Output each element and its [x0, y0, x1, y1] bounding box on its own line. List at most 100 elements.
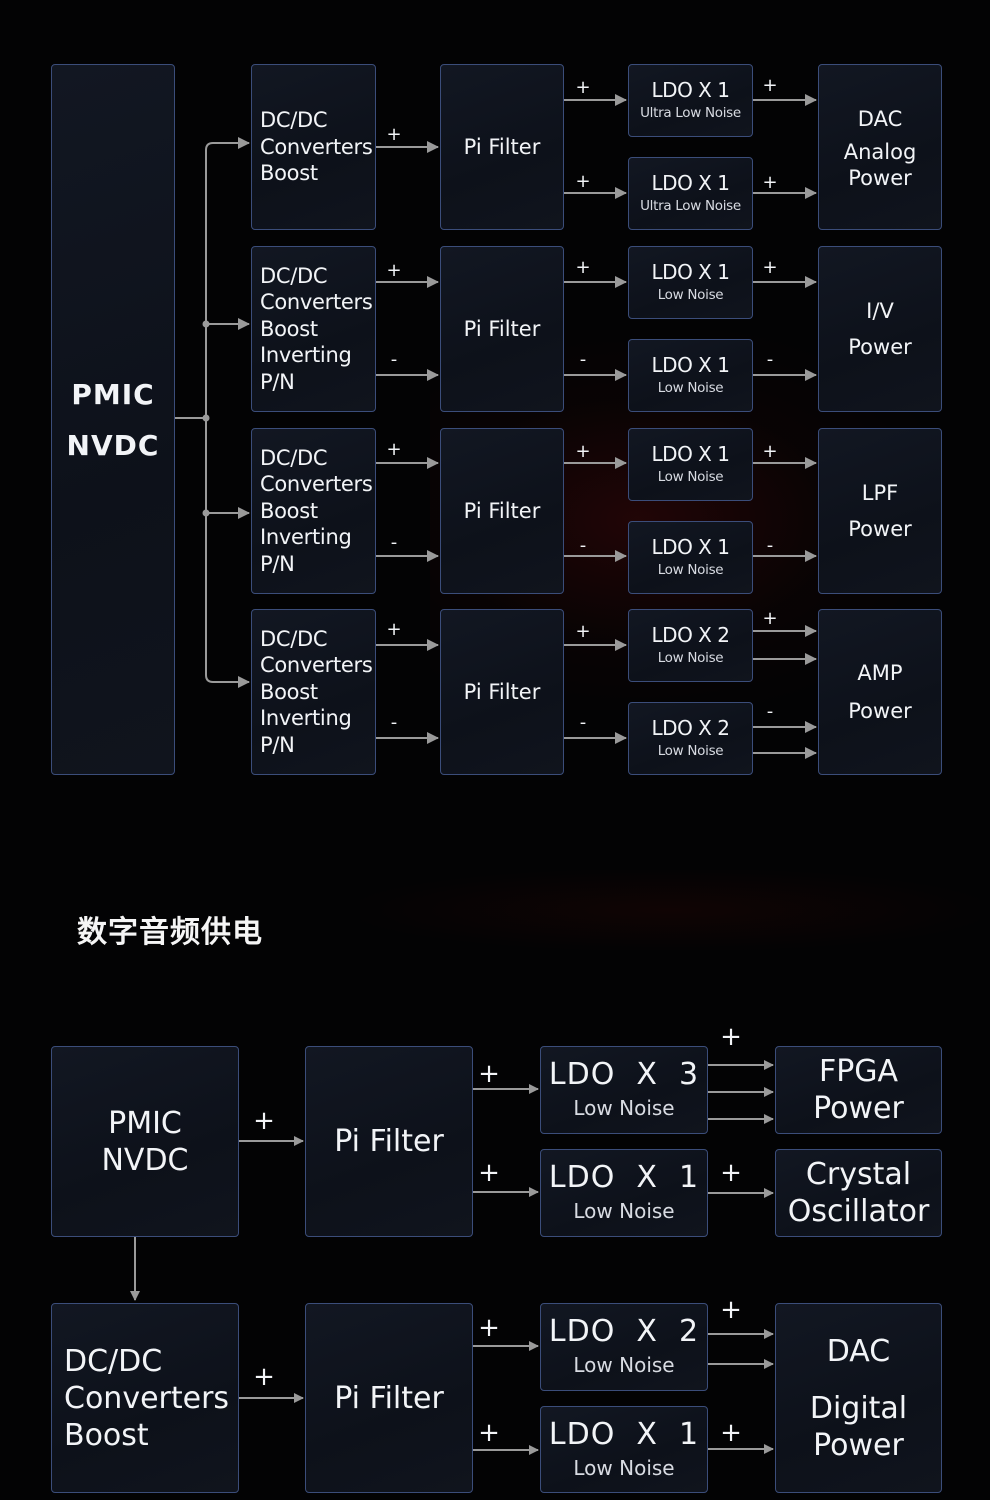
ldo-block: LDO X 1 Low Noise	[628, 521, 753, 594]
polarity-sign: +	[720, 1295, 742, 1325]
pmic-nvdc-block: PMIC NVDC	[51, 1046, 239, 1237]
load-line: Power	[813, 1091, 904, 1126]
polarity-sign: +	[386, 619, 402, 640]
ldo-subtitle: Low Noise	[657, 742, 724, 759]
polarity-sign: +	[720, 1158, 742, 1188]
ldo-title: LDO X 1	[651, 534, 730, 559]
polarity-sign: +	[478, 1158, 500, 1188]
converter-line: Converters	[260, 290, 373, 315]
ldo-block: LDO X 1 Low Noise	[628, 428, 753, 501]
converter-line: Converters	[260, 472, 373, 497]
ldo-block: LDO X 1 Low Noise	[540, 1149, 708, 1237]
ldo-title: LDO X 1	[651, 259, 730, 284]
polarity-sign: +	[253, 1362, 275, 1392]
ldo-subtitle: Low Noise	[573, 1096, 675, 1120]
polarity-sign: +	[575, 171, 591, 192]
polarity-sign: +	[253, 1106, 275, 1136]
load-line: Crystal	[805, 1157, 912, 1192]
converter-line: P/N	[260, 551, 295, 576]
converter-line: DC/DC	[260, 445, 328, 470]
load-line: Power	[848, 699, 912, 723]
ldo-subtitle: Low Noise	[573, 1199, 675, 1223]
dcdc-converter-block: DC/DC Converters Boost	[251, 64, 376, 230]
polarity-sign: +	[720, 1418, 742, 1448]
polarity-sign: -	[766, 535, 774, 556]
dcdc-converter-block: DC/DC Converters Boost	[51, 1303, 239, 1493]
junction-dot	[202, 509, 210, 517]
converter-line: DC/DC	[260, 108, 328, 133]
polarity-sign: -	[390, 712, 398, 733]
pi-filter-label: Pi Filter	[463, 499, 541, 523]
pi-filter-label: Pi Filter	[463, 135, 541, 159]
pi-filter-block: Pi Filter	[440, 246, 564, 412]
converter-line: Boost	[260, 498, 318, 523]
wire-bus	[205, 674, 250, 688]
polarity-sign: -	[390, 532, 398, 553]
pi-filter-block: Pi Filter	[440, 64, 564, 230]
dac-analog-power-block: DAC Analog Power	[818, 64, 942, 230]
ldo-subtitle: Low Noise	[657, 649, 724, 666]
polarity-sign: +	[762, 75, 778, 96]
ldo-block: LDO X 1 Low Noise	[628, 339, 753, 412]
polarity-sign: -	[390, 349, 398, 370]
nvdc-label: NVDC	[101, 1142, 189, 1178]
section-title: 数字音频供电	[77, 915, 263, 950]
polarity-sign: +	[575, 77, 591, 98]
converter-line: Converters	[260, 134, 373, 159]
pi-filter-block: Pi Filter	[305, 1303, 473, 1493]
ldo-block: LDO X 2 Low Noise	[628, 702, 753, 775]
polarity-sign: -	[579, 712, 587, 733]
ldo-block: LDO X 2 Low Noise	[628, 609, 753, 682]
converter-line: Converters	[260, 653, 373, 678]
load-line: LPF	[861, 481, 899, 505]
converter-line: DC/DC	[260, 263, 328, 288]
converter-line: DC/DC	[64, 1343, 163, 1379]
polarity-sign: +	[386, 439, 402, 460]
polarity-sign: +	[478, 1059, 500, 1089]
ldo-subtitle: Ultra Low Noise	[640, 104, 741, 121]
ldo-title: LDO X 2	[548, 1314, 700, 1349]
polarity-sign: +	[478, 1418, 500, 1448]
converter-line: Boost	[260, 679, 318, 704]
converter-line: Inverting	[260, 343, 352, 368]
converter-line: Boost	[260, 161, 318, 186]
fpga-power-block: FPGA Power	[775, 1046, 942, 1134]
ldo-title: LDO X 1	[651, 170, 730, 195]
ldo-title: LDO X 1	[651, 77, 730, 102]
polarity-sign: -	[579, 349, 587, 370]
amp-power-block: AMP Power	[818, 609, 942, 775]
polarity-sign: -	[579, 535, 587, 556]
polarity-sign: +	[720, 1022, 742, 1052]
pi-filter-block: Pi Filter	[440, 609, 564, 775]
pi-filter-block: Pi Filter	[440, 428, 564, 594]
converter-line: DC/DC	[260, 626, 328, 651]
dcdc-converter-block: DC/DC Converters Boost Inverting P/N	[251, 428, 376, 594]
dcdc-converter-block: DC/DC Converters Boost Inverting P/N	[251, 609, 376, 775]
load-line: Oscillator	[787, 1194, 930, 1229]
ldo-subtitle: Low Noise	[573, 1353, 675, 1377]
ldo-subtitle: Low Noise	[657, 561, 724, 578]
ldo-subtitle: Low Noise	[573, 1455, 675, 1480]
converter-line: P/N	[260, 369, 295, 394]
load-line: Power	[848, 166, 912, 190]
converter-line: Inverting	[260, 525, 352, 550]
ldo-block: LDO X 2 Low Noise	[540, 1303, 708, 1391]
load-line: Digital	[809, 1390, 908, 1426]
ldo-block: LDO X 3 Low Noise	[540, 1046, 708, 1134]
dac-digital-power-block: DAC Digital Power	[775, 1303, 942, 1493]
load-line: DAC	[857, 107, 903, 131]
ldo-block: LDO X 1 Low Noise	[540, 1406, 708, 1493]
ldo-subtitle: Low Noise	[657, 379, 724, 396]
ldo-subtitle: Low Noise	[657, 286, 724, 303]
polarity-sign: +	[762, 608, 778, 629]
load-line: Analog	[843, 140, 917, 164]
ldo-title: LDO X 1	[548, 1416, 700, 1452]
polarity-sign: +	[386, 124, 402, 145]
wire-bus	[205, 137, 250, 151]
ldo-subtitle: Ultra Low Noise	[640, 197, 741, 214]
pi-filter-label: Pi Filter	[334, 1124, 444, 1159]
junction-dot	[202, 320, 210, 328]
polarity-sign: +	[478, 1313, 500, 1343]
converter-line: P/N	[260, 732, 295, 757]
load-line: DAC	[826, 1333, 891, 1369]
